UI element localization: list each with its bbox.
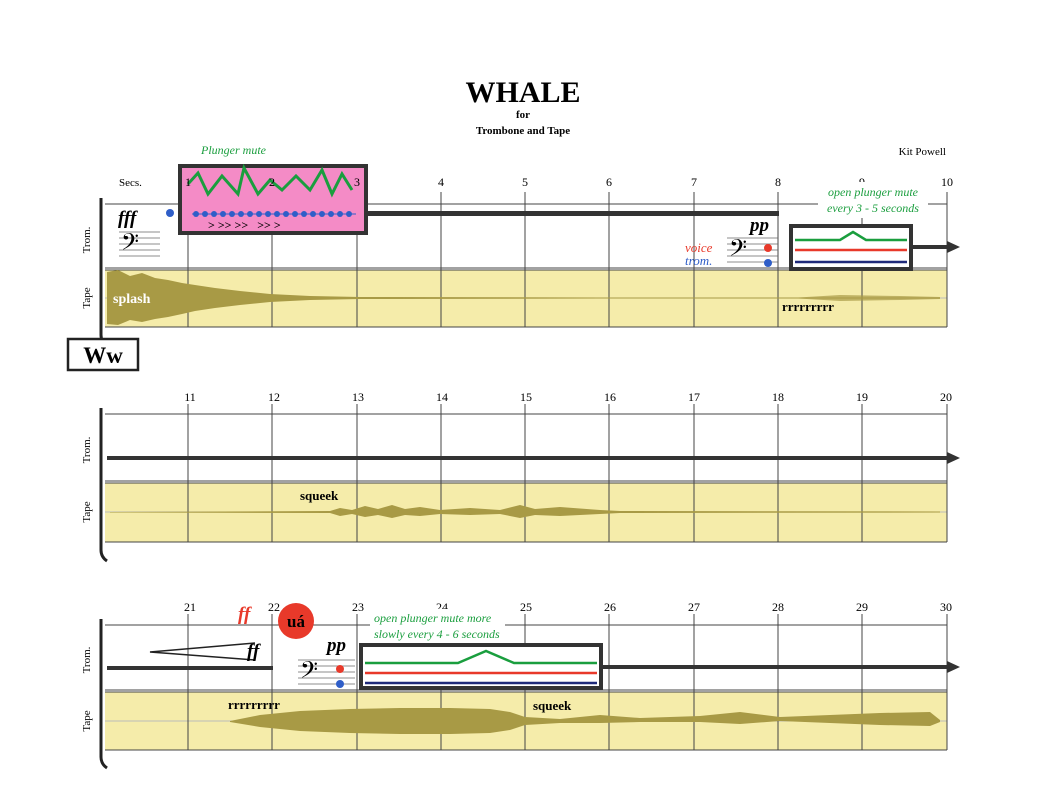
tape-splash-text: splash [113,292,151,307]
sec-number: 29 [856,600,868,614]
sec-number: 4 [438,175,444,189]
sec-number: 3 [354,175,360,189]
instrumentation: Trombone and Tape [476,125,570,137]
plunger-mute-box [178,164,368,235]
sec-number: 8 [775,175,781,189]
sec-number: 15 [520,390,532,404]
sec-number: 10 [941,175,953,189]
tape-squeek-text: squeek [300,488,339,503]
tape-waveform [107,270,940,325]
sec-number: 2 [269,175,275,189]
dynamic-pp: pp [325,635,346,656]
tape-squeek-text: squeek [533,698,572,713]
open-mute-box [359,643,603,690]
voice-note [764,244,772,252]
sec-number: 27 [688,600,700,614]
tape-label: Tape [81,710,93,731]
sec-number: 30 [940,600,952,614]
rehearsal-box [66,337,140,372]
voice-label: voice [685,240,713,255]
trom-label: trom. [685,253,712,268]
tape-rrr-text: rrrrrrrrr [228,697,280,712]
sec-number: 1 [185,175,191,189]
system-brace [99,408,108,563]
sec-number: 6 [606,175,612,189]
sec-number: 20 [940,390,952,404]
open-mute-text-2: every 3 - 5 seconds [827,201,919,215]
accent-marks: > >> >> >> > [208,218,281,232]
tape-waveform [110,505,940,518]
sustain-line [366,211,779,216]
tape-waveform [230,708,940,734]
sec-number: 7 [691,175,697,189]
dynamic-pp: pp [748,215,769,236]
sec-number: 13 [352,390,364,404]
wah-zigzag [186,163,354,198]
crescendo-hairpin [149,642,256,661]
tape-label: Tape [81,501,93,522]
arrow-icon [947,661,960,673]
sustain-line [107,456,949,460]
plunger-mute-text: Plunger mute [200,143,267,157]
seconds-label: Secs. [119,177,142,189]
arrow-icon [947,241,960,253]
sec-number: 11 [184,390,196,404]
open-mute-text-2: slowly every 4 - 6 seconds [374,627,500,641]
bass-clef-icon: 𝄢 [300,656,318,689]
voice-note [336,665,344,673]
trombone-label: Trom. [81,646,93,673]
ua-label: uá [287,612,305,631]
sec-number: 19 [856,390,868,404]
sec-number: 12 [268,390,280,404]
sec-number: 21 [184,600,196,614]
dynamic-ff-red: ff [238,604,252,625]
sec-number: 18 [772,390,784,404]
sec-number: 22 [268,600,280,614]
note-start [166,209,174,217]
system-1: Secs. 1 2 3 4 5 6 7 8 9 10 [81,143,960,348]
trombone-label: Trom. [81,226,93,253]
open-mute-text-1: open plunger mute more [374,611,492,625]
dynamic-ff: ff [247,641,261,662]
sec-number: 14 [436,390,448,404]
subtitle-for: for [516,109,530,121]
dynamic-fff: fff [118,208,138,229]
ua-circle [278,603,314,639]
bass-clef-icon: 𝄢 [121,228,139,261]
tape-rrr-text: rrrrrrrrr [782,299,834,314]
sec-number: 25 [520,600,532,614]
sec-number: 5 [522,175,528,189]
sec-number: 23 [352,600,364,614]
system-3: 21 22 23 24 25 26 27 28 29 30 Trom. Tape… [81,600,960,770]
sec-number: 16 [604,390,616,404]
rehearsal-mark: Ww [83,343,123,368]
system-2: 11 12 13 14 15 16 17 18 19 20 Trom. Tape… [81,390,960,563]
sec-number: 28 [772,600,784,614]
arrow-icon [947,452,960,464]
trom-note [764,259,772,267]
tape-label: Tape [81,287,93,308]
sec-number: 26 [604,600,616,614]
sec-number: 17 [688,390,700,404]
trombone-label: Trom. [81,436,93,463]
composer: Kit Powell [899,146,946,158]
bass-clef-icon: 𝄢 [729,234,747,267]
system-brace [99,619,108,770]
trom-note [336,680,344,688]
page-title: WHALE [465,76,580,109]
open-mute-text-1: open plunger mute [828,185,919,199]
sustain-line [107,666,273,670]
